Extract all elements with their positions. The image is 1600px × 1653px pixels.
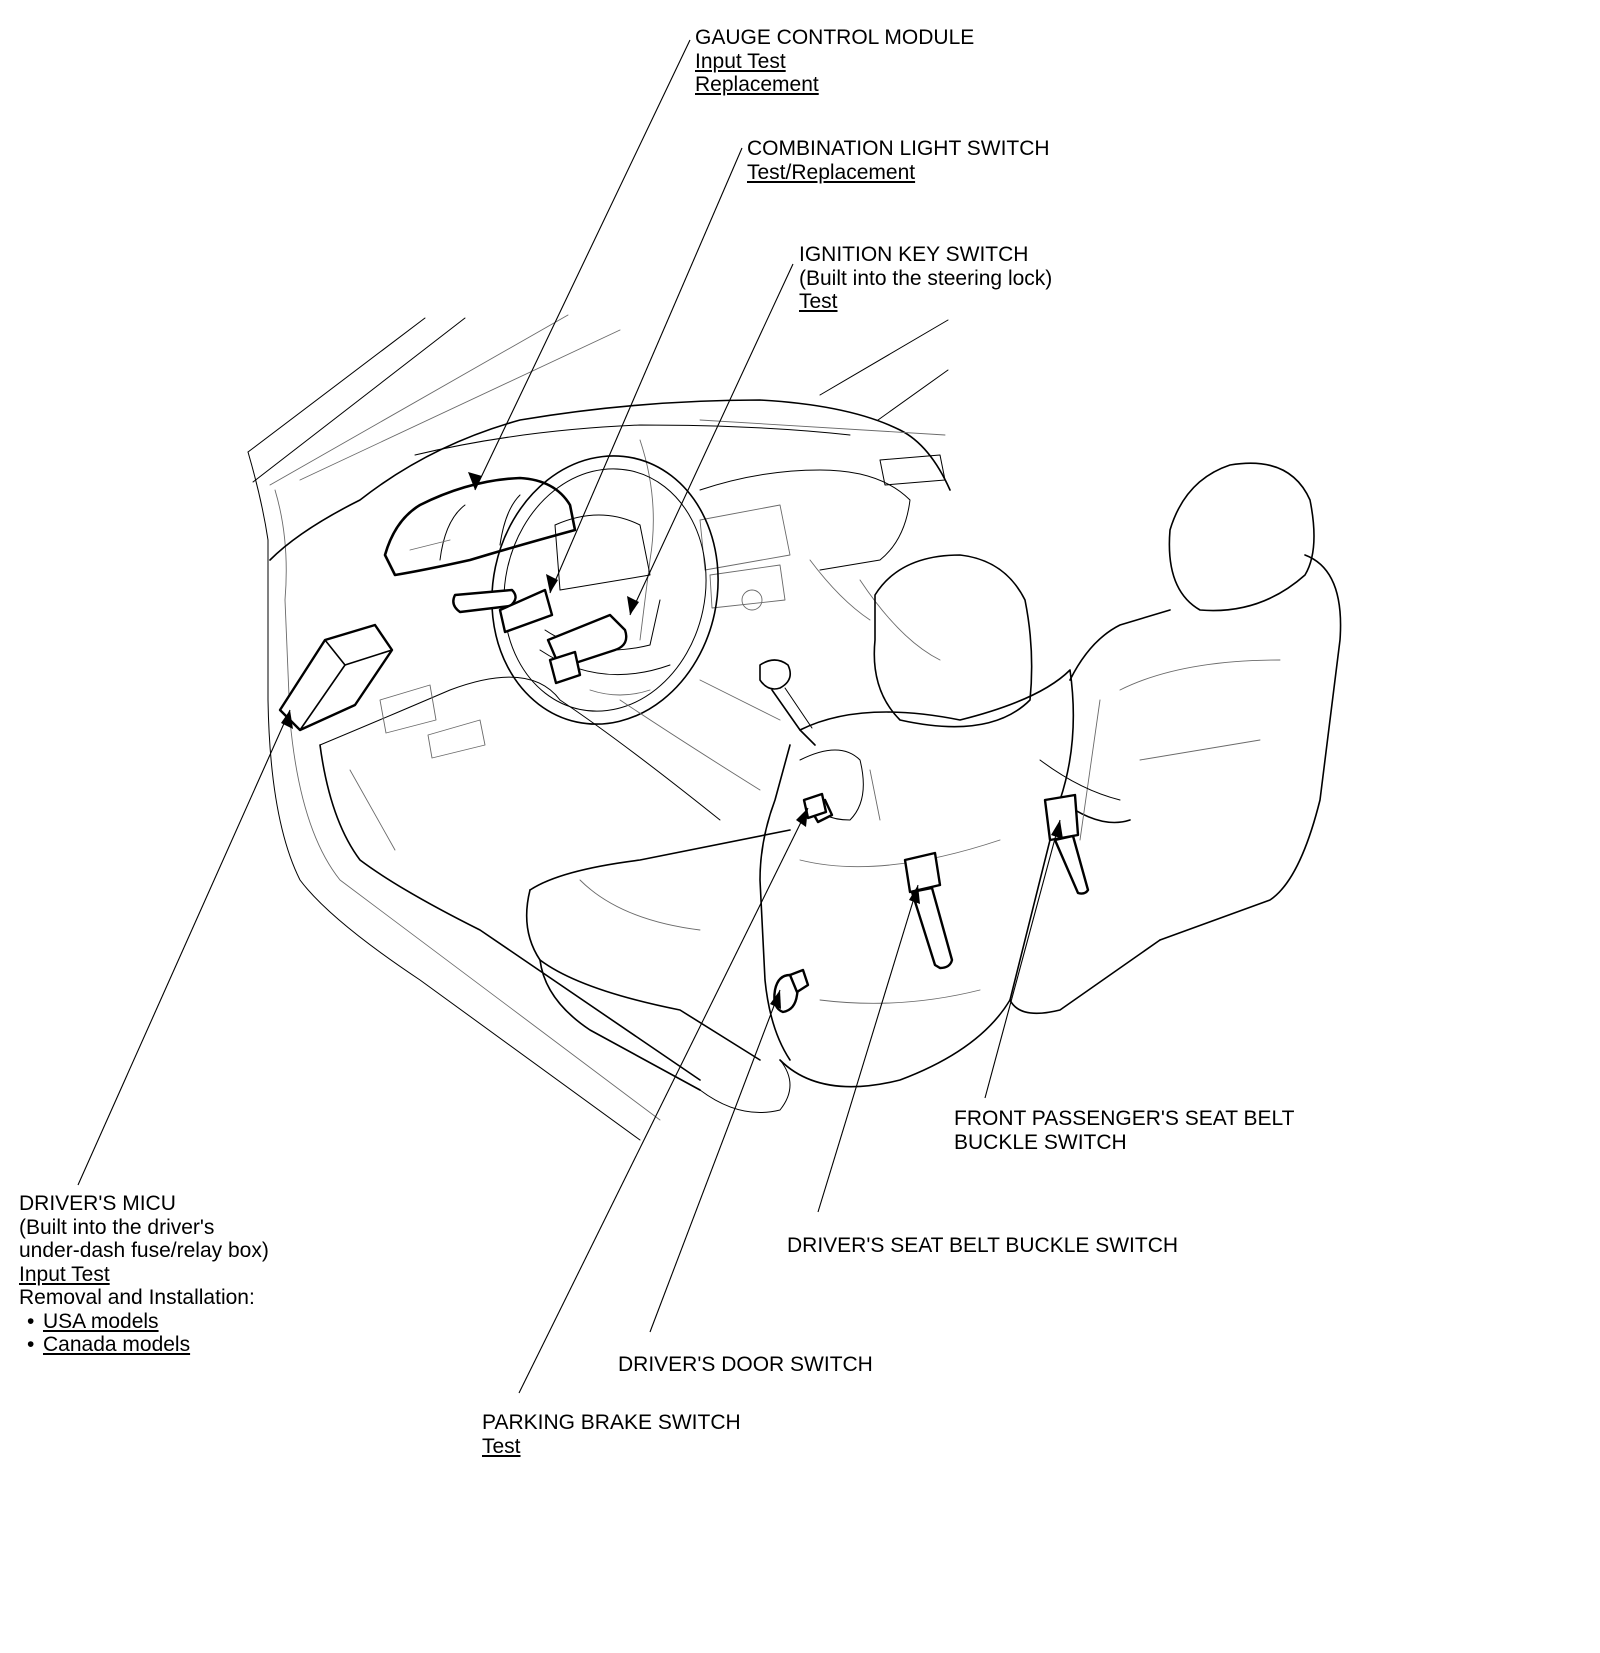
driver-buckle-switch-title: DRIVER'S SEAT BELT BUCKLE SWITCH [787,1234,1179,1257]
parking-brake-test-link[interactable]: Test [482,1434,521,1458]
drivers-micu-title: DRIVER'S MICU [19,1192,176,1215]
ignition-key-switch-title: IGNITION KEY SWITCH [799,243,1029,266]
combination-light-switch-title: COMBINATION LIGHT SWITCH [747,137,1050,160]
leader-arrowheads [281,472,1063,1009]
leader-lines [77,39,1061,1394]
parking-brake-switch-label: PARKING BRAKE SWITCH Test [482,1411,741,1458]
passenger-buckle-switch-line-2: BUCKLE SWITCH [954,1130,1127,1154]
ignition-key-switch-label: IGNITION KEY SWITCH (Built into the stee… [799,243,1052,314]
passenger-buckle-switch-label: FRONT PASSENGER'S SEAT BELT BUCKLE SWITC… [954,1107,1294,1154]
gauge-control-module-label: GAUGE CONTROL MODULE Input Test Replacem… [695,26,974,97]
canada-models-link[interactable]: Canada models [43,1333,191,1356]
micu-input-test-link[interactable]: Input Test [19,1262,110,1286]
lower-dash [319,676,781,851]
ignition-switch [546,613,628,685]
parking-brake-switch-title: PARKING BRAKE SWITCH [482,1411,741,1434]
door-switch-label: DRIVER'S DOOR SWITCH [618,1353,873,1377]
usa-models-link[interactable]: USA models [43,1309,159,1333]
dashboard [269,399,951,661]
bullet-icon: • [27,1333,35,1356]
windshield-pillars [247,314,949,486]
micu-usa-row: • USA models [19,1310,269,1334]
micu-box [278,623,394,732]
gauge-replacement-link[interactable]: Replacement [695,73,819,96]
micu-removal-heading: Removal and Installation: [19,1286,255,1309]
shift-lever [759,659,816,746]
driver-buckle [903,851,954,970]
combination-switch [452,588,554,634]
drivers-micu-label: DRIVER'S MICU (Built into the driver's u… [19,1192,269,1357]
drivers-micu-note-2: under-dash fuse/relay box) [19,1239,269,1262]
gauge-control-module-title: GAUGE CONTROL MODULE [695,26,975,49]
parking-brake-switch [802,792,834,824]
gauge-cluster [383,476,577,577]
combination-test-replacement-link[interactable]: Test/Replacement [747,160,916,184]
drivers-micu-note-1: (Built into the driver's [19,1215,215,1239]
steering-wheel [491,455,719,725]
micu-canada-row: • Canada models [19,1333,269,1357]
driver-seat [525,554,1075,1113]
gauge-input-test-link[interactable]: Input Test [695,49,786,73]
door-switch-title: DRIVER'S DOOR SWITCH [618,1353,873,1376]
passenger-seat [1009,462,1342,1015]
passenger-buckle-switch-line-1: FRONT PASSENGER'S SEAT BELT [954,1107,1295,1130]
passenger-buckle [1043,793,1090,895]
driver-buckle-switch-label: DRIVER'S SEAT BELT BUCKLE SWITCH [787,1234,1178,1258]
bullet-icon: • [27,1309,35,1333]
ignition-test-link[interactable]: Test [799,290,838,313]
ignition-key-switch-note: (Built into the steering lock) [799,266,1053,290]
combination-light-switch-label: COMBINATION LIGHT SWITCH Test/Replacemen… [747,137,1050,184]
door-opening [247,451,701,1141]
